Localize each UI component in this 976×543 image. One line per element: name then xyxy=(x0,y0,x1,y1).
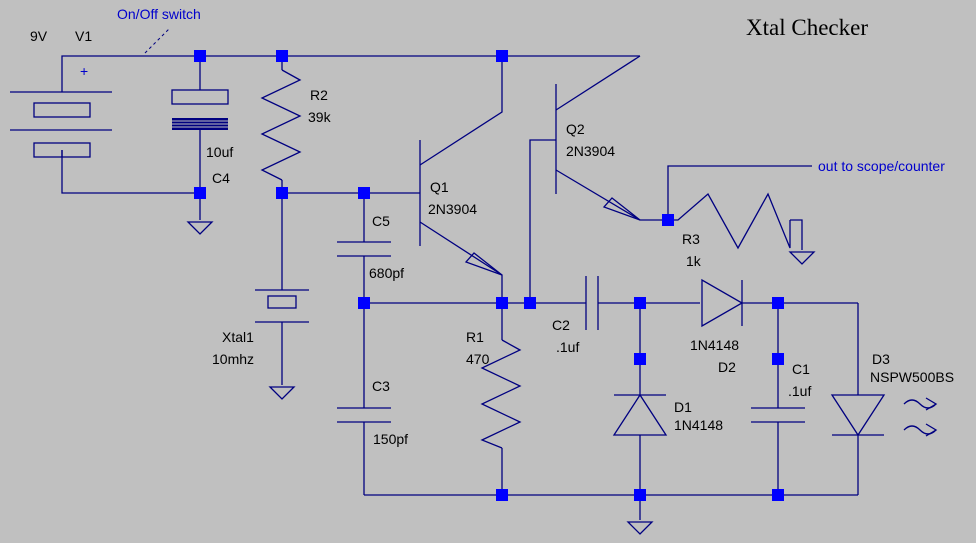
resistor-r3: R3 1k xyxy=(668,192,791,269)
battery-ref: V1 xyxy=(75,28,92,44)
r2-value: 39k xyxy=(308,109,332,125)
ground-icon xyxy=(268,386,296,400)
battery-polarity: + xyxy=(80,63,88,79)
diode-d1: D1 1N4148 xyxy=(612,393,723,436)
r3-value: 1k xyxy=(686,253,702,269)
diagram-title: Xtal Checker xyxy=(746,15,868,40)
c4-value: 10uf xyxy=(206,144,233,160)
r1-ref: R1 xyxy=(466,329,484,345)
resistor-r1: R1 470 xyxy=(466,329,522,449)
capacitor-c5: C5 680pf xyxy=(337,213,404,281)
c5-value: 680pf xyxy=(369,265,404,281)
led-d3: D3 NSPW500BS xyxy=(830,351,954,437)
ground-icon xyxy=(788,251,816,265)
switch-note: On/Off switch xyxy=(117,6,201,54)
ground-icon xyxy=(186,193,214,235)
capacitor-c1: C1 .1uf xyxy=(751,361,811,423)
switch-note-text: On/Off switch xyxy=(117,6,201,22)
r2-ref: R2 xyxy=(310,87,328,103)
xtal-ref: Xtal1 xyxy=(222,329,254,345)
c3-value: 150pf xyxy=(373,431,408,447)
battery-voltage: 9V xyxy=(30,28,48,44)
c1-value: .1uf xyxy=(788,383,811,399)
d1-value: 1N4148 xyxy=(674,417,723,433)
junctions xyxy=(194,50,784,501)
r3-ref: R3 xyxy=(682,231,700,247)
capacitor-c4: 10uf C4 xyxy=(171,89,233,186)
resistor-r2: R2 39k xyxy=(260,69,332,181)
ground-icon xyxy=(626,521,654,535)
d3-value: NSPW500BS xyxy=(870,369,954,385)
battery-v1: + 9V V1 xyxy=(10,28,112,158)
c3-ref: C3 xyxy=(372,378,390,394)
transistor-q1: Q1 2N3904 xyxy=(419,140,503,276)
capacitor-c2: C2 .1uf xyxy=(552,276,599,355)
q1-value: 2N3904 xyxy=(428,201,477,217)
q1-ref: Q1 xyxy=(430,179,449,195)
d1-ref: D1 xyxy=(674,399,692,415)
d2-ref: D2 xyxy=(718,359,736,375)
d3-ref: D3 xyxy=(872,351,890,367)
q2-ref: Q2 xyxy=(566,121,585,137)
q2-value: 2N3904 xyxy=(566,143,615,159)
c1-ref: C1 xyxy=(792,361,810,377)
light-emission-icon xyxy=(903,397,938,437)
c4-ref: C4 xyxy=(212,170,230,186)
c2-value: .1uf xyxy=(556,339,579,355)
d2-value: 1N4148 xyxy=(690,337,739,353)
diode-d2: 1N4148 D2 xyxy=(690,278,744,375)
c5-ref: C5 xyxy=(372,213,390,229)
xtal-value: 10mhz xyxy=(212,351,254,367)
r1-value: 470 xyxy=(466,351,490,367)
crystal-xtal1: Xtal1 10mhz xyxy=(212,285,309,367)
c2-ref: C2 xyxy=(552,317,570,333)
transistor-q2: Q2 2N3904 xyxy=(555,84,641,221)
capacitor-c3: C3 150pf xyxy=(337,378,408,447)
output-note: out to scope/counter xyxy=(818,158,945,174)
